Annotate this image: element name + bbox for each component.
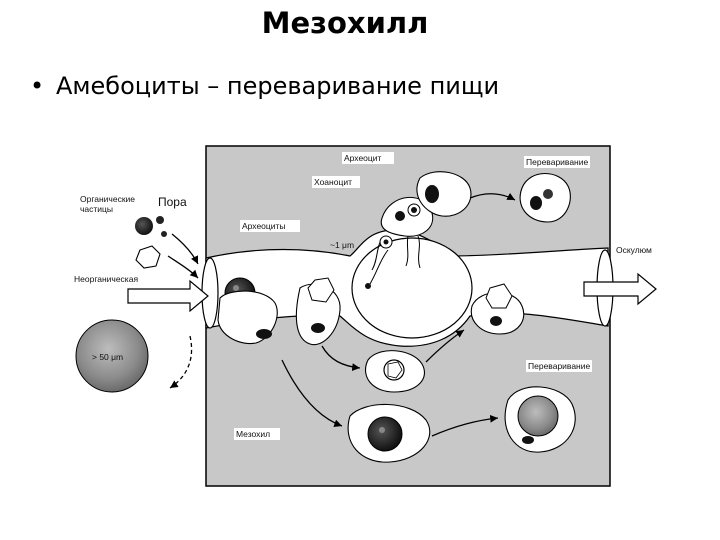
choanocyte-chamber [351, 237, 473, 339]
label-organic-1: Органические [80, 194, 135, 204]
digestion-cell-bottom [504, 386, 576, 453]
label-archaeocytes: Археоциты [242, 221, 286, 231]
phagocytosing-cell-bottom [347, 403, 431, 463]
archaeocyte-right [470, 283, 525, 335]
arrow-organic [171, 233, 199, 265]
arrow-down-left [281, 359, 343, 427]
label-pore: Пора [158, 195, 187, 209]
large-particle [75, 319, 149, 393]
label-choanocyte: Хоаноцит [314, 177, 352, 187]
small-particle [365, 283, 371, 289]
label-archaeocyte: Археоцит [344, 153, 382, 163]
label-mesohyl: Мезохил [236, 429, 270, 439]
label-large-particle: > 50 μm [92, 352, 123, 362]
archaeocyte-top [416, 171, 472, 217]
inorganic-particle [135, 245, 161, 269]
arrow-organic-2 [167, 255, 199, 279]
arrow-mid-up-right [425, 329, 465, 363]
bullet-text: Амебоциты – переваривание пищи [56, 72, 500, 100]
phagocytosing-cell-mid [365, 350, 425, 393]
label-organic-2: частицы [80, 204, 113, 214]
organic-particles [135, 216, 167, 237]
arrow-to-digestion-bottom [431, 414, 499, 437]
arrow-to-mid-cell [321, 345, 361, 372]
water-out-arrow [583, 272, 657, 306]
label-digestion-top: Переваривание [526, 157, 589, 167]
water-in-arrow [127, 279, 209, 313]
bullet-marker: • [30, 72, 45, 100]
choanocyte-cells [371, 196, 434, 271]
label-small-particle: ~1 μm [330, 240, 354, 250]
archaeocyte-left [217, 290, 278, 345]
arrow-rejected [169, 335, 193, 389]
label-osculum: Оскулюм [616, 245, 652, 255]
arrow-to-digestion-top [469, 192, 516, 201]
label-digestion-bottom: Переваривание [528, 361, 591, 371]
label-inorganic: Неорганическая [74, 274, 138, 284]
digestion-cell-top [519, 173, 571, 223]
bullet-item: • Амебоциты – переваривание пищи [30, 70, 499, 102]
mesohyl-diagram: Органические частицы Пора Неорганическая… [74, 145, 660, 487]
slide-title: Мезохилл [261, 6, 429, 40]
label-h2o: H₂O [136, 291, 153, 301]
archaeocyte-mid [295, 277, 341, 346]
